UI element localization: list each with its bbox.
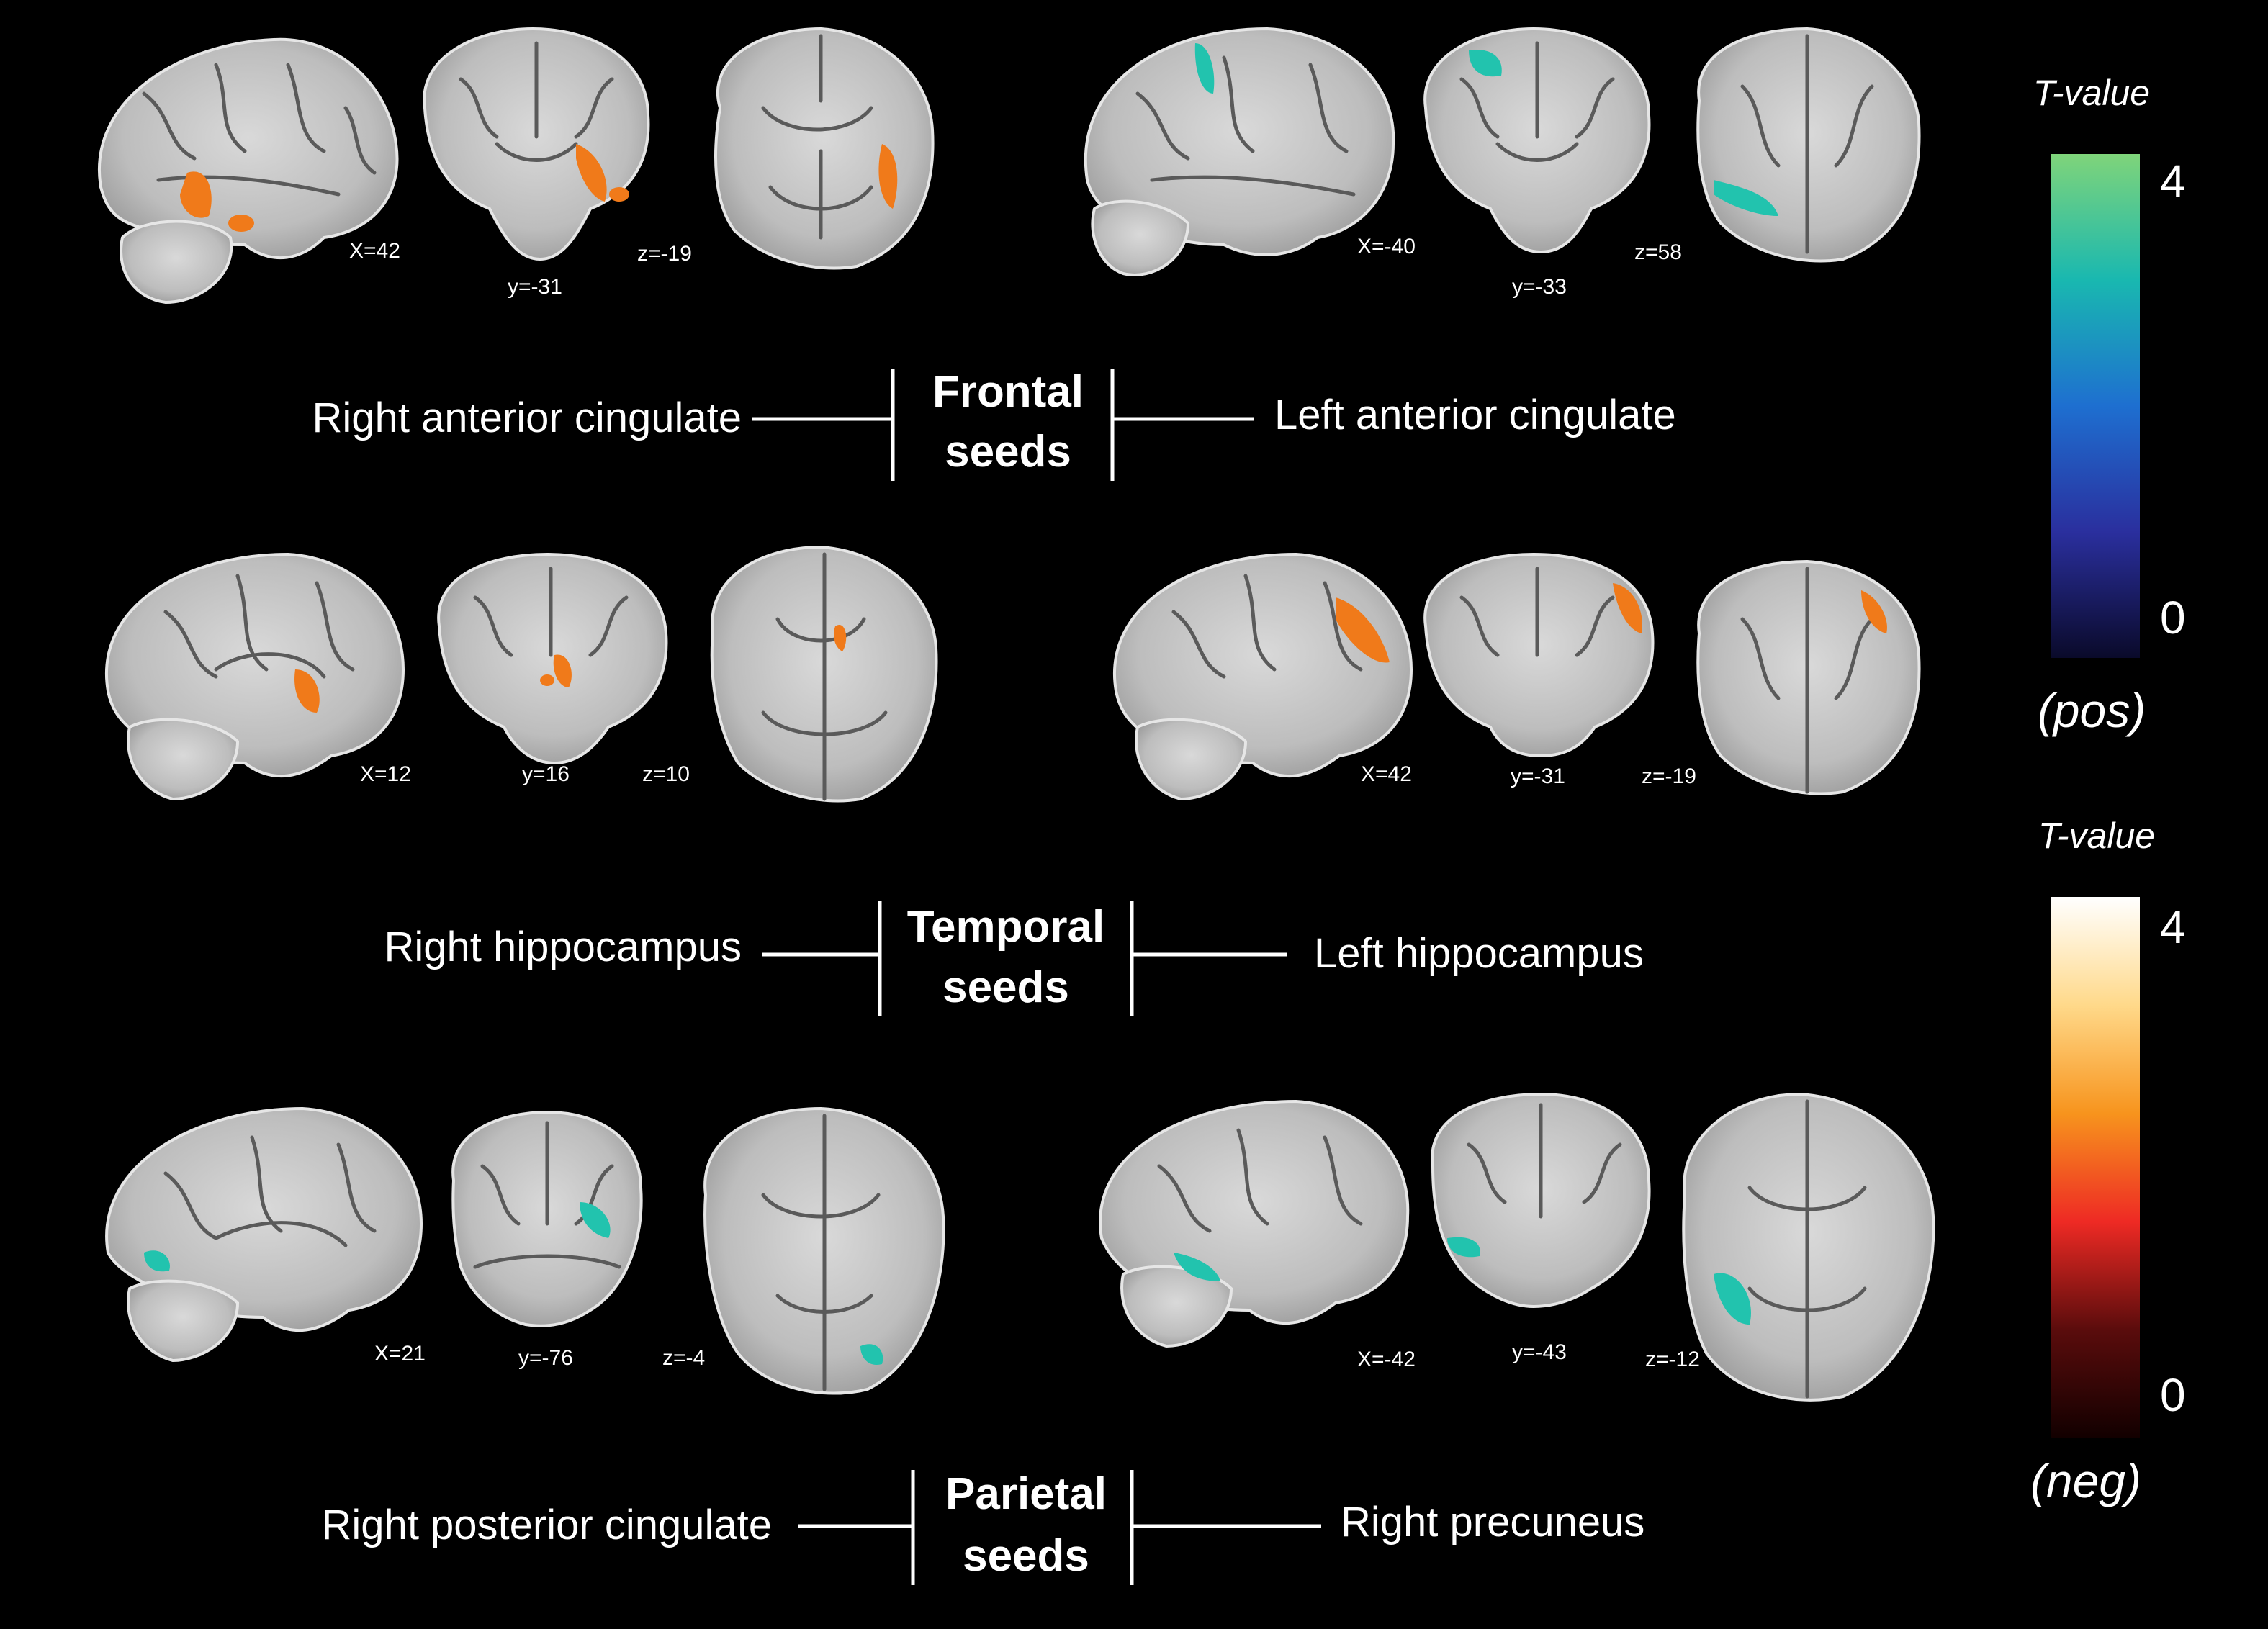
activation-blob	[1447, 1237, 1480, 1258]
brain-slice-axial	[710, 545, 938, 803]
slice-coordinate-label: y=-76	[518, 1346, 573, 1370]
seed-label: Temporal	[907, 902, 1104, 952]
activation-blob	[1174, 1253, 1220, 1281]
slice-coordinate-label: z=-19	[637, 242, 692, 266]
slice-coordinate-label: y=-33	[1512, 275, 1567, 299]
seed-label: Parietal	[945, 1469, 1107, 1519]
activation-blob	[1194, 43, 1215, 94]
left-region-label: Right anterior cingulate	[312, 394, 742, 441]
seed-bracket	[752, 369, 1254, 481]
slice-coordinate-label: z=58	[1634, 240, 1682, 264]
slice-coordinate-label: X=-40	[1357, 235, 1416, 258]
seed-bracket	[798, 1470, 1321, 1585]
slice-coordinate-label: X=21	[374, 1342, 426, 1366]
slice-coordinate-label: z=-19	[1642, 764, 1696, 788]
colorbar-gradient	[2051, 154, 2140, 658]
left-region-label: Right hippocampus	[384, 924, 742, 970]
brain-slice-coronal	[1423, 552, 1655, 758]
seed-label: Frontal	[932, 367, 1084, 417]
activation-blob	[1714, 180, 1778, 216]
colorbar-gradient	[2051, 897, 2140, 1438]
right-region-label: Right precuneus	[1341, 1499, 1644, 1545]
colorbar-negative: T-value 4 0 (neg)	[2030, 816, 2186, 1507]
brain-slice-axial	[1696, 27, 1921, 263]
brain-slice-sagittal	[105, 1106, 423, 1363]
brain-slice-coronal	[451, 1110, 643, 1327]
slice-coordinate-label: y=16	[522, 762, 570, 786]
colorbar-title: T-value	[2038, 816, 2155, 856]
brain-slice-coronal	[1431, 1092, 1651, 1309]
activation-blob	[860, 1344, 883, 1365]
row-temporal: X=12 y=16 z=10 X=42 y=-31 z=-19 Right hi…	[105, 545, 1921, 1016]
slice-coordinate-label: y=-43	[1512, 1340, 1567, 1364]
activation-blob	[576, 144, 629, 202]
activation-blob	[834, 625, 847, 651]
slice-coordinate-label: X=-42	[1357, 1348, 1416, 1371]
brain-slice-axial	[1682, 1092, 1935, 1402]
row-parietal: X=21 y=-76 z=-4 X=-42 y=-43 z=-12 Right …	[105, 1092, 1935, 1585]
colorbar-max-label: 4	[2160, 901, 2186, 953]
brain-slice-coronal	[1423, 27, 1651, 254]
slice-coordinate-label: y=-31	[508, 275, 562, 299]
brain-slice-sagittal	[1084, 27, 1395, 276]
slice-coordinate-label: X=12	[360, 762, 411, 786]
slice-coordinate-label: z=-4	[662, 1346, 705, 1370]
brain-slice-axial	[703, 1106, 945, 1395]
brain-slice-sagittal	[105, 552, 405, 801]
activation-blob	[540, 654, 572, 687]
activation-blob	[580, 1202, 611, 1238]
colorbar-sign-label: (pos)	[2038, 684, 2146, 737]
slice-coordinate-label: y=-31	[1511, 764, 1565, 788]
brain-slice-coronal	[437, 552, 668, 765]
brain-slice-coronal	[423, 27, 650, 261]
brain-slice-axial	[1696, 559, 1921, 795]
colorbar-sign-label: (neg)	[2030, 1454, 2141, 1507]
right-region-label: Left anterior cingulate	[1274, 392, 1676, 438]
colorbar-positive: T-value 4 0 (pos)	[2033, 73, 2186, 737]
colorbar-title: T-value	[2033, 73, 2150, 113]
right-region-label: Left hippocampus	[1314, 930, 1644, 977]
activation-blob	[1861, 590, 1887, 633]
seed-label: seeds	[945, 427, 1071, 477]
colorbar-max-label: 4	[2160, 155, 2186, 207]
brain-slice-sagittal	[1113, 552, 1413, 801]
left-region-label: Right posterior cingulate	[322, 1502, 772, 1548]
slice-coordinate-label: z=10	[642, 762, 690, 786]
activation-blob	[144, 1250, 170, 1272]
slice-coordinate-label: X=42	[1361, 762, 1412, 786]
slice-coordinate-label: z=-12	[1645, 1348, 1700, 1371]
activation-blob	[1469, 50, 1502, 77]
activation-blob	[878, 144, 898, 209]
seed-label: seeds	[963, 1531, 1089, 1581]
brain-slice-sagittal	[98, 37, 399, 304]
row-frontal: X=42 y=-31 z=-19 X=-40 y=-33 z=58 Right …	[98, 27, 1921, 481]
activation-blob	[294, 669, 320, 713]
seed-label: seeds	[942, 962, 1069, 1012]
activation-blob	[1714, 1273, 1751, 1325]
activation-blob	[180, 171, 254, 232]
colorbar-min-label: 0	[2160, 1369, 2186, 1421]
seed-bracket	[762, 901, 1287, 1016]
slice-coordinate-label: X=42	[349, 239, 400, 263]
colorbar-min-label: 0	[2160, 592, 2186, 644]
activation-blob	[1336, 597, 1390, 663]
brain-slice-axial	[714, 27, 935, 270]
brain-slice-sagittal	[1099, 1099, 1410, 1348]
activation-blob	[1613, 583, 1642, 633]
